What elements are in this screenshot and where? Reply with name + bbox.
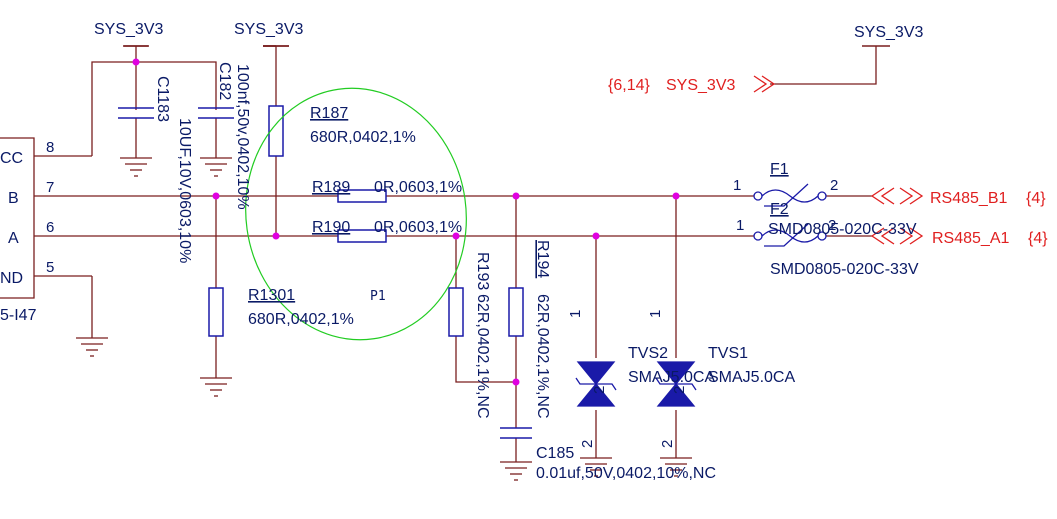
- tvs1-diode-icon: [655, 361, 697, 407]
- tvs1-value: SMAJ5.0CA: [708, 369, 795, 386]
- f2-pin1: 1: [736, 217, 744, 234]
- c185-value: 0.01uf,50V,0402,10%,NC: [536, 465, 716, 482]
- ground-icon: [200, 377, 232, 397]
- r193-value: 62R,0402,1%,NC: [474, 294, 491, 419]
- connector-body: [0, 137, 35, 299]
- connector-num-6: 6: [46, 219, 54, 236]
- r190-body: [337, 229, 387, 243]
- f1-fuse-icon: [753, 183, 827, 207]
- r190-ref: R190: [312, 219, 350, 236]
- junction-dot: [512, 378, 520, 386]
- tvs1-ref: TVS1: [708, 345, 748, 362]
- tvs2-diode-icon: [575, 361, 617, 407]
- junctions: [132, 58, 680, 386]
- labels: SYS_3V3 SYS_3V3 SYS_3V3 CC B A ND 8 7 6 …: [0, 21, 923, 482]
- rs485-b-ref: {4}: [1026, 190, 1046, 207]
- f2-value: SMD0805-020C-33V: [770, 261, 919, 278]
- tvs2-pin2: 2: [579, 440, 596, 448]
- r189-body: [337, 189, 387, 203]
- c1183-value: 10UF,10V,0603,10%: [176, 118, 193, 263]
- junction-dot: [212, 192, 220, 200]
- junction-dot: [592, 232, 600, 240]
- tvs-diodes: [575, 361, 697, 407]
- pwr-label-3: SYS_3V3: [854, 24, 923, 41]
- r187-ref: R187: [310, 105, 348, 122]
- junction-dot: [672, 192, 680, 200]
- tvs2-value: SMAJ5.0CA: [628, 369, 715, 386]
- r193-ref: R193: [474, 252, 491, 290]
- ground-icon: [120, 157, 152, 177]
- rs485-b-label: RS485_B1: [930, 190, 1007, 207]
- port-arrow-icon: [870, 187, 924, 205]
- r1301-body: [208, 287, 224, 337]
- port-name: SYS_3V3: [666, 77, 735, 94]
- ground-symbols: [76, 157, 692, 481]
- connector-pin-b: B: [8, 190, 19, 207]
- f2-fuse-icon: [753, 223, 827, 247]
- p1-label: P1: [370, 289, 386, 304]
- connector-pin-a: A: [8, 230, 19, 247]
- junction-dot: [452, 232, 460, 240]
- ground-icon: [500, 461, 532, 481]
- tvs2-ref: TVS2: [628, 345, 668, 362]
- connector-pin-gnd: ND: [0, 270, 23, 287]
- tvs2-pin2-inner: 2: [591, 386, 608, 394]
- f2-ref: F2: [770, 201, 789, 218]
- port-arrows: [753, 75, 924, 245]
- tvs1-pin1: 1: [647, 310, 664, 318]
- ground-icon: [200, 157, 232, 177]
- f1-value: SMD0805-020C-33V: [768, 221, 917, 238]
- port-arrow-icon: [870, 227, 924, 245]
- c185-ref: C185: [536, 445, 574, 462]
- r194-ref: R194: [534, 240, 551, 278]
- net-labels: {6,14} SYS_3V3 RS485_B1 {4} RS485_A1 {4}: [608, 77, 1048, 247]
- port-arrow-icon: [753, 75, 776, 93]
- r187-body: [268, 105, 284, 157]
- connector-pin-vcc: CC: [0, 150, 23, 167]
- ground-icon: [76, 337, 108, 357]
- r194-body: [508, 287, 524, 337]
- port-ref: {6,14}: [608, 77, 650, 94]
- r194-value: 62R,0402,1%,NC: [534, 294, 551, 419]
- fuses: [753, 183, 827, 247]
- ground-icon: [580, 457, 612, 477]
- highlight-ellipse: [245, 87, 467, 341]
- r1301-value: 680R,0402,1%: [248, 311, 354, 328]
- c182-value: 100nf,50v,0402,10%: [234, 64, 251, 210]
- tvs2-pin1: 1: [567, 310, 584, 318]
- c182-ref: C182: [216, 62, 233, 100]
- connector-num-8: 8: [46, 139, 54, 156]
- pwr-label-1: SYS_3V3: [94, 21, 163, 38]
- rs485-a-label: RS485_A1: [932, 230, 1009, 247]
- f2-pin2: 2: [828, 217, 836, 234]
- junction-dot: [512, 192, 520, 200]
- tvs1-pin2: 2: [659, 440, 676, 448]
- r187-value: 680R,0402,1%: [310, 129, 416, 146]
- r1301-ref: R1301: [248, 287, 295, 304]
- pwr-label-2: SYS_3V3: [234, 21, 303, 38]
- connector-part: 5-I47: [0, 307, 37, 324]
- capacitors: [118, 107, 532, 439]
- junction-dot: [272, 232, 280, 240]
- ground-icon: [660, 457, 692, 477]
- r189-ref: R189: [312, 179, 350, 196]
- connector-num-7: 7: [46, 179, 54, 196]
- f1-pin2: 2: [830, 177, 838, 194]
- r190-value: 0R,0603,1%: [374, 219, 462, 236]
- rs485-a-ref: {4}: [1028, 230, 1048, 247]
- c1183-ref: C1183: [154, 76, 171, 122]
- connector-num-5: 5: [46, 259, 54, 276]
- resistors: [208, 105, 524, 337]
- r193-body: [448, 287, 464, 337]
- junction-dot: [132, 58, 140, 66]
- f1-ref: F1: [770, 161, 789, 178]
- f1-pin1: 1: [733, 177, 741, 194]
- r189-value: 0R,0603,1%: [374, 179, 462, 196]
- tvs1-pin2-inner: 2: [671, 386, 688, 394]
